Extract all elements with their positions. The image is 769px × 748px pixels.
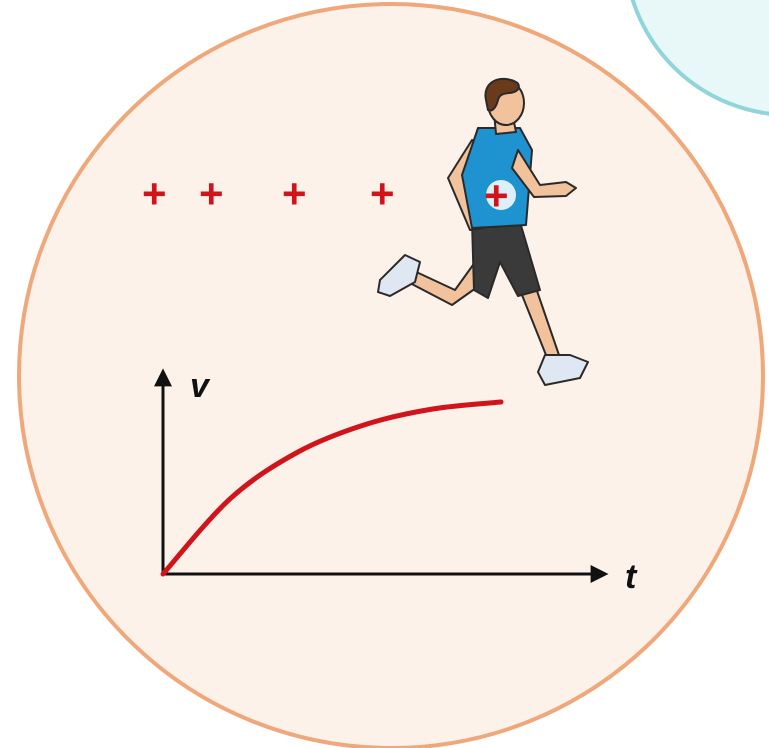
velocity-time-graph: v t xyxy=(154,367,638,596)
body-charge-plus-icon: + xyxy=(484,172,509,219)
charge-plus-icon: + xyxy=(370,170,395,217)
hair xyxy=(484,77,520,112)
shirt xyxy=(461,127,533,229)
charge-plus-icon: + xyxy=(282,170,307,217)
corner-circle xyxy=(630,0,769,116)
back-shoe xyxy=(377,254,421,297)
body-charge-bg xyxy=(486,180,516,210)
charge-row: + + + + xyxy=(142,170,395,217)
running-man-icon xyxy=(377,77,589,386)
y-axis-label: v xyxy=(190,367,211,405)
front-shoe xyxy=(537,354,589,386)
x-axis-label: t xyxy=(625,558,638,596)
charge-plus-icon: + xyxy=(142,170,167,217)
main-circle xyxy=(17,2,765,748)
front-arm xyxy=(511,149,577,198)
velocity-curve xyxy=(160,399,504,577)
shorts xyxy=(471,221,541,299)
charge-plus-icon: + xyxy=(199,170,224,217)
